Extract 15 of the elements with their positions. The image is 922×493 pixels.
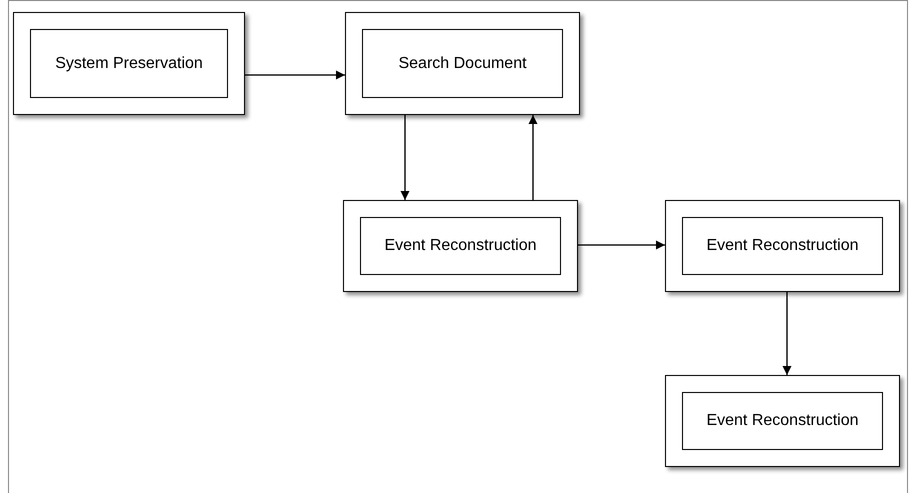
box-label: Event Reconstruction bbox=[384, 236, 537, 256]
process-box bbox=[665, 375, 900, 467]
arrow bbox=[528, 115, 538, 200]
process-box bbox=[345, 12, 580, 115]
process-box bbox=[343, 200, 578, 292]
arrow bbox=[245, 70, 345, 80]
process-box bbox=[665, 200, 900, 292]
arrow bbox=[578, 240, 665, 250]
process-box bbox=[13, 12, 245, 115]
arrow bbox=[782, 292, 792, 375]
box-label: Event Reconstruction bbox=[706, 411, 859, 431]
box-label: System Preservation bbox=[55, 54, 203, 74]
box-label: Search Document bbox=[398, 54, 527, 74]
arrow bbox=[400, 115, 410, 200]
box-label: Event Reconstruction bbox=[706, 236, 859, 256]
